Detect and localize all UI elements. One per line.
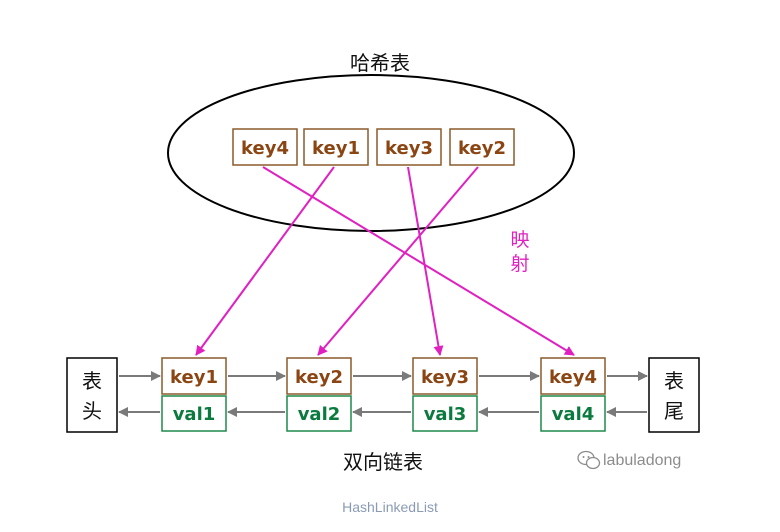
- watermark: labuladong: [577, 450, 681, 470]
- node-val-label: val4: [552, 404, 595, 425]
- hash-table-title: 哈希表: [350, 51, 410, 75]
- hash-key-box: key2: [449, 128, 515, 166]
- mapping-arrow: [262, 166, 575, 356]
- figure-caption: HashLinkedList: [342, 499, 438, 515]
- list-node: key4 val4: [540, 357, 606, 432]
- node-val-label: val3: [424, 404, 467, 425]
- mapping-arrow: [317, 166, 479, 356]
- mapping-arrow: [407, 166, 444, 356]
- mapping-label: 映: [510, 229, 529, 251]
- list-tail-label: 表: [664, 369, 684, 393]
- hash-table-ellipse: [167, 74, 575, 232]
- list-head-label: 头: [82, 399, 102, 423]
- list-tail-label: 尾: [664, 399, 684, 423]
- hash-key-box: key3: [376, 128, 442, 166]
- mapping-label: 射: [510, 253, 529, 275]
- hash-key-label: key2: [458, 138, 506, 159]
- hash-key-label: key4: [241, 138, 289, 159]
- list-tail-box: 表 尾: [648, 357, 700, 433]
- hash-key-label: key3: [385, 138, 433, 159]
- list-node: key3 val3: [412, 357, 478, 432]
- node-key-label: key2: [295, 367, 343, 388]
- list-head-label: 表: [82, 369, 102, 393]
- list-node: key1 val1: [161, 357, 227, 432]
- node-key-label: key3: [421, 367, 469, 388]
- list-node: key2 val2: [286, 357, 352, 432]
- mapping-arrow: [195, 166, 335, 356]
- node-key-label: key1: [170, 367, 218, 388]
- diagram-canvas: 哈希表 key4 key1 key3 key2 映 射 表 头 表 尾 key1: [66, 51, 700, 474]
- node-val-label: val2: [298, 404, 341, 425]
- linked-list-title: 双向链表: [343, 450, 423, 474]
- list-head-box: 表 头: [66, 357, 118, 433]
- watermark-text: labuladong: [603, 452, 681, 469]
- hash-key-label: key1: [312, 138, 360, 159]
- hash-key-box: key1: [303, 128, 369, 166]
- wechat-icon: [577, 450, 601, 470]
- node-key-label: key4: [549, 367, 597, 388]
- hash-key-box: key4: [232, 128, 298, 166]
- node-val-label: val1: [173, 404, 216, 425]
